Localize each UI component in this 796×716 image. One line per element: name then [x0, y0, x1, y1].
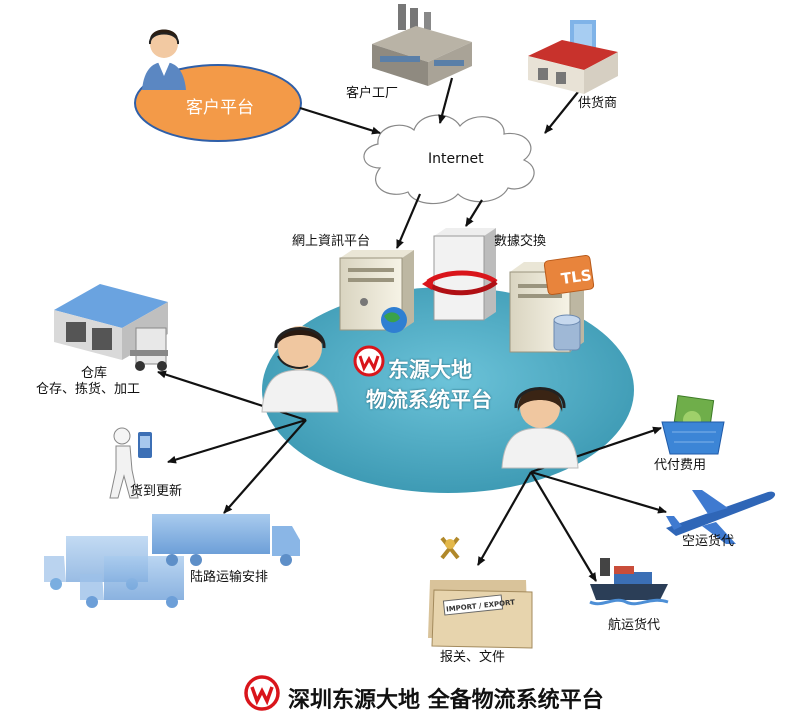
warehouse-label-line2: 仓存、拣货、加工: [35, 382, 140, 397]
agent-icon: [142, 29, 186, 90]
arrow-client-to-internet: [299, 106, 381, 135]
arrow-to-customs: [477, 471, 532, 566]
footer-title: 深圳东源大地 全备物流系统平台: [288, 688, 604, 713]
operator-right-icon: [501, 387, 579, 469]
delivery-update-label: 货到更新: [130, 484, 183, 499]
arrow-internet-to-exchange: [465, 199, 483, 227]
warehouse-icon: [54, 284, 168, 371]
operator-left-icon: [261, 326, 339, 413]
delivery-person-icon: [109, 427, 152, 499]
platform-logo-icon: [353, 345, 385, 377]
truck-icon: [44, 514, 300, 608]
platform-title-line2: 物流系统平台: [366, 388, 492, 412]
client-platform-label: 客户平台: [186, 98, 254, 118]
ship-icon: [589, 558, 669, 606]
arrow-factory-to-internet: [438, 77, 454, 124]
arrow-to-air: [530, 470, 667, 514]
platform-title-line1: 东源大地: [388, 358, 472, 382]
factory-icon: [372, 4, 472, 86]
customs-docs-label: 报关、文件: [440, 650, 506, 665]
truck-front-icon: [152, 514, 300, 566]
payment-label: 代付费用: [654, 458, 707, 473]
arrow-to-ocean: [530, 471, 597, 582]
supplier-label: 供货商: [578, 96, 618, 111]
web-server-icon: [339, 250, 414, 333]
data-exchange-label: 數據交換: [494, 234, 547, 249]
land-transport-label: 陆路运输安排: [190, 570, 269, 585]
ocean-freight-label: 航运货代: [608, 618, 661, 633]
arrow-supplier-to-internet: [544, 91, 579, 134]
tls-server-icon: [509, 254, 595, 353]
tls-label: TLS: [559, 265, 593, 289]
exchange-server-icon: [422, 228, 498, 321]
web-platform-label: 網上資訊平台: [292, 234, 371, 249]
airplane-icon: [666, 490, 776, 544]
customer-factory-label: 客户工厂: [346, 86, 399, 101]
air-freight-label: 空运货代: [682, 534, 735, 549]
internet-cloud: [363, 114, 535, 205]
footer-logo-icon: [244, 675, 280, 711]
warehouse-label-line1: 仓库: [80, 366, 107, 381]
arrow-internet-to-web: [395, 193, 422, 249]
internet-label: Internet: [428, 151, 484, 167]
supplier-icon: [528, 20, 618, 94]
customs-icon: [428, 536, 533, 649]
arrow-to-delivery: [167, 418, 307, 464]
payment-icon: [661, 395, 725, 455]
arrow-to-land: [223, 419, 307, 514]
